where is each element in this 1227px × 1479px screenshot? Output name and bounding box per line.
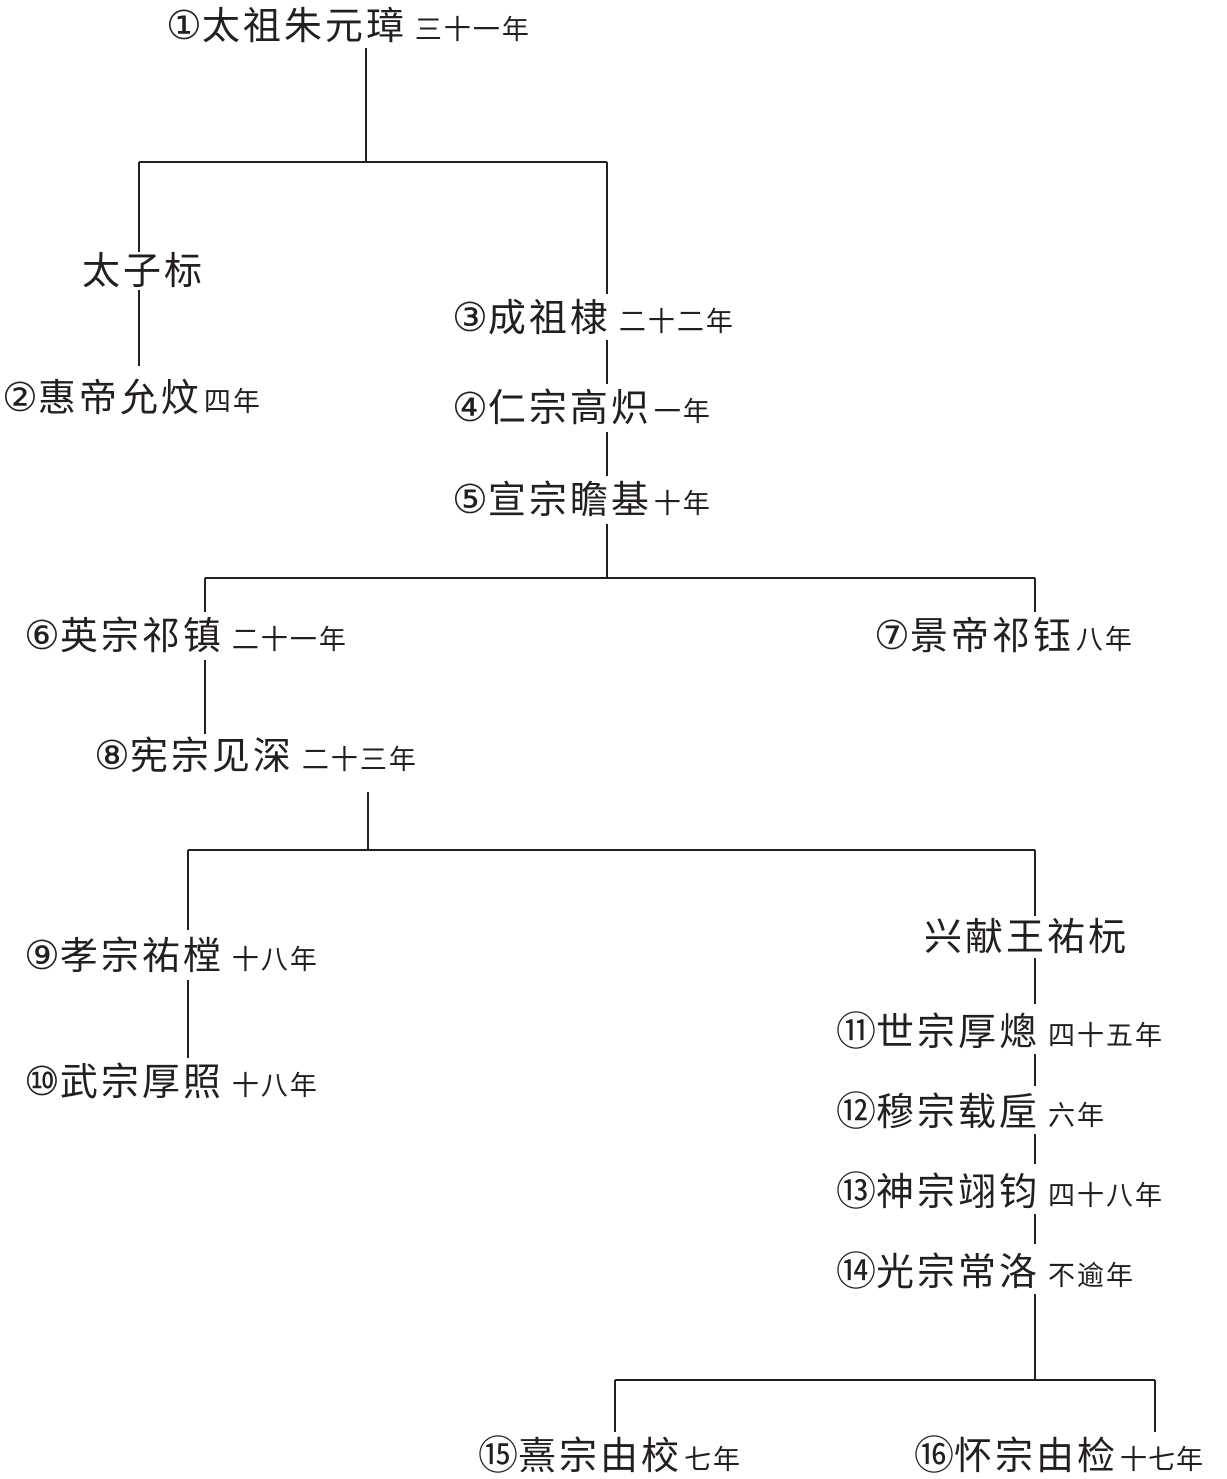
ruler-node-4: ④ 仁宗高炽 一年 — [452, 388, 712, 428]
ruler-node-12: ⑫ 穆宗载垕 六年 — [836, 1092, 1106, 1132]
reign-length: 十八年 — [231, 1071, 319, 1102]
node-number: ⑥ — [24, 613, 60, 659]
reign-length: 四年 — [203, 387, 262, 418]
reign-length: 三十一年 — [414, 15, 531, 46]
prince-name: 太子标 — [82, 249, 206, 293]
prince-biao-node: 太子标 — [82, 252, 205, 290]
ruler-name: 光宗常洛 — [876, 1250, 1041, 1294]
ruler-name: 宪宗见深 — [129, 734, 294, 778]
reign-length: 十七年 — [1120, 1445, 1205, 1476]
ruler-node-6: ⑥ 英宗祁镇 二十一年 — [24, 616, 348, 656]
ruler-name: 世宗厚熜 — [876, 1010, 1041, 1054]
node-number: ⑨ — [24, 933, 60, 979]
ruler-name: 宣宗瞻基 — [487, 478, 652, 522]
reign-length: 十八年 — [231, 945, 319, 976]
ruler-node-11: ⑪ 世宗厚熜 四十五年 — [836, 1012, 1164, 1052]
reign-length: 四十八年 — [1048, 1181, 1165, 1212]
ruler-node-9: ⑨ 孝宗祐樘 十八年 — [24, 936, 319, 976]
reign-length: 二十一年 — [231, 625, 348, 656]
reign-length: 不逾年 — [1048, 1261, 1136, 1292]
node-number: ⑭ — [836, 1249, 876, 1295]
node-number: ⑫ — [836, 1089, 876, 1135]
node-number: ⑩ — [24, 1059, 60, 1105]
node-number: ⑤ — [452, 477, 488, 523]
ruler-name: 太祖朱元璋 — [201, 4, 407, 48]
ruler-name: 武宗厚照 — [59, 1060, 224, 1104]
node-number: ⑬ — [836, 1169, 876, 1215]
node-number: ⑪ — [836, 1009, 876, 1055]
ruler-node-5: ⑤ 宣宗瞻基 十年 — [452, 480, 712, 520]
node-number: ⑯ — [914, 1433, 954, 1479]
reign-length: 四十五年 — [1048, 1021, 1165, 1052]
ruler-name: 仁宗高炽 — [487, 386, 652, 430]
ruler-name: 孝宗祐樘 — [59, 934, 224, 978]
reign-length: 二十二年 — [618, 307, 735, 338]
reign-length: 六年 — [1048, 1101, 1107, 1132]
reign-length: 七年 — [684, 1445, 743, 1476]
ruler-name: 神宗翊钧 — [876, 1170, 1041, 1214]
node-number: ④ — [452, 385, 488, 431]
node-number: ① — [166, 3, 202, 49]
ruler-name: 英宗祁镇 — [59, 614, 224, 658]
ruler-node-8: ⑧ 宪宗见深 二十三年 — [94, 736, 418, 776]
ruler-node-14: ⑭ 光宗常洛 不逾年 — [836, 1252, 1135, 1292]
ruler-node-16: ⑯ 怀宗由检 十七年 — [914, 1436, 1204, 1476]
node-number: ⑮ — [478, 1433, 518, 1479]
reign-length: 八年 — [1075, 625, 1134, 656]
ruler-name: 穆宗载垕 — [876, 1090, 1041, 1134]
ruler-node-3: ③ 成祖棣 二十二年 — [452, 298, 735, 338]
ruler-node-2: ② 惠帝允炆 四年 — [2, 378, 262, 418]
ruler-name: 成祖棣 — [487, 296, 611, 340]
ruler-name: 惠帝允炆 — [37, 376, 202, 420]
ruler-node-1: ① 太祖朱元璋 三十一年 — [166, 6, 531, 46]
ruler-node-15: ⑮ 熹宗由校 七年 — [478, 1436, 742, 1476]
ruler-name: 怀宗由检 — [954, 1434, 1119, 1478]
reign-length: 十年 — [653, 489, 712, 520]
node-number: ③ — [452, 295, 488, 341]
prince-name: 兴献王祐杬 — [924, 915, 1130, 959]
prince-xingxian-node: 兴献王祐杬 — [924, 918, 1129, 956]
connector-lines — [138, 48, 1156, 1432]
node-number: ⑦ — [874, 613, 910, 659]
ruler-name: 熹宗由校 — [518, 1434, 683, 1478]
reign-length: 二十三年 — [301, 745, 418, 776]
ruler-node-10: ⑩ 武宗厚照 十八年 — [24, 1062, 319, 1102]
ruler-name: 景帝祁钰 — [909, 614, 1074, 658]
node-number: ⑧ — [94, 733, 130, 779]
ruler-node-7: ⑦ 景帝祁钰 八年 — [874, 616, 1134, 656]
ruler-node-13: ⑬ 神宗翊钧 四十八年 — [836, 1172, 1164, 1212]
reign-length: 一年 — [653, 397, 712, 428]
node-number: ② — [2, 375, 38, 421]
